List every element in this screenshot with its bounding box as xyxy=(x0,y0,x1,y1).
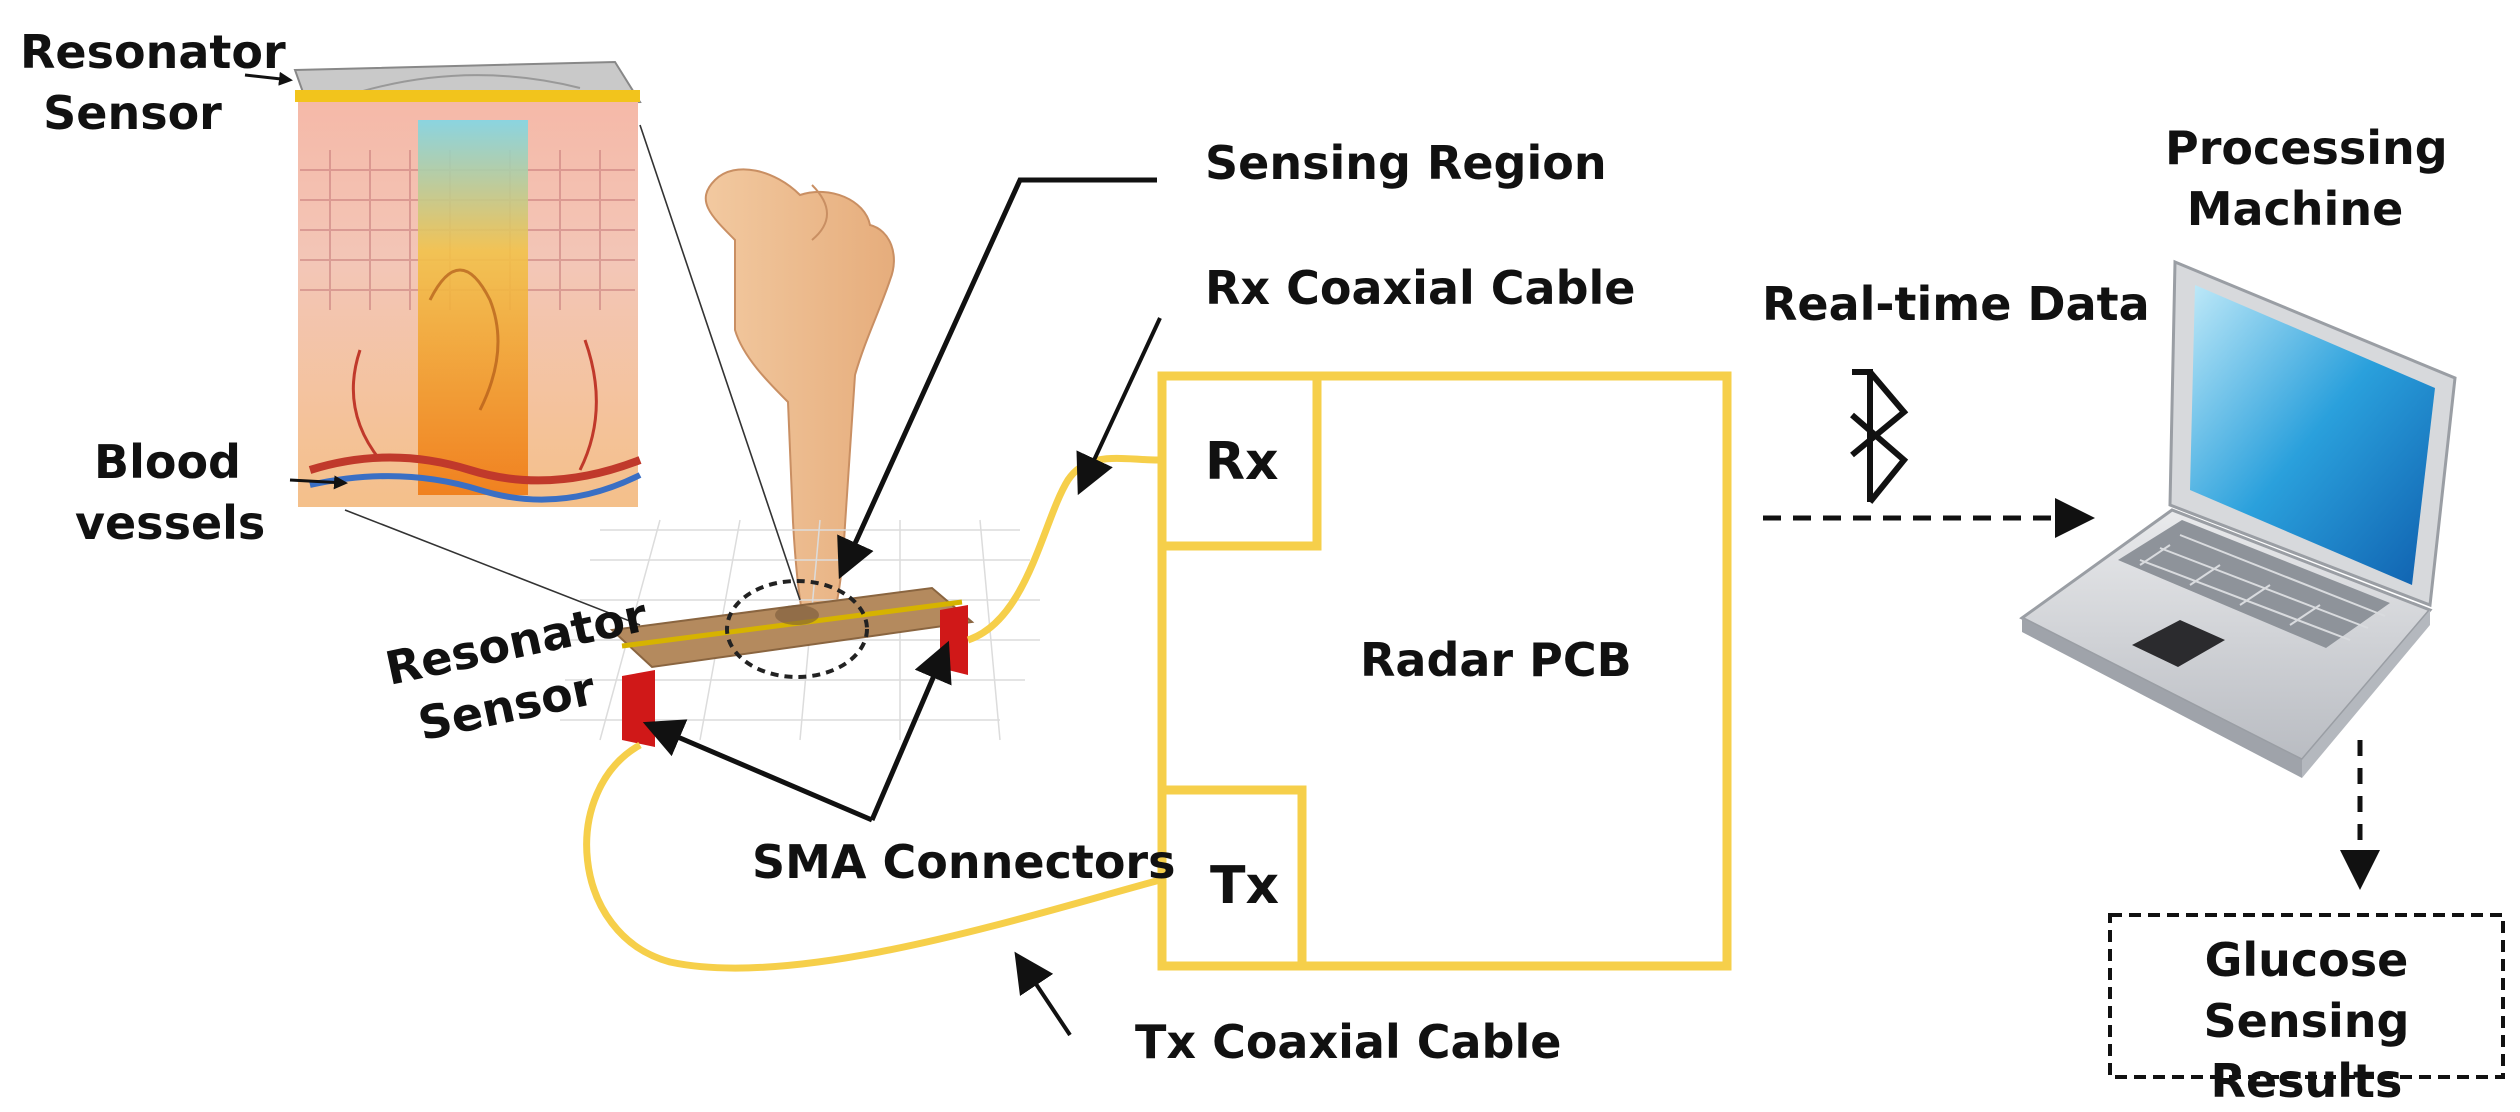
blood-vessels-arrow xyxy=(289,475,348,490)
skin-cross-section-illustration xyxy=(293,60,642,507)
real-time-data-label: Real-time Data xyxy=(1762,277,2150,331)
zoom-leader-line xyxy=(344,509,641,626)
tx-coaxial-cable xyxy=(583,741,1161,972)
zoom-leader-line xyxy=(639,124,801,601)
processing-machine-label: Processing Machine xyxy=(2165,121,2448,236)
sensing-region-arrow xyxy=(837,177,1157,580)
sma-connectors-label: SMA Connectors xyxy=(752,835,1176,889)
glucose-sensing-results-label: Glucose Sensing Results xyxy=(2203,933,2410,1109)
pointing-finger-illustration xyxy=(704,168,895,632)
rx-coaxial-cable-label: Rx Coaxial Cable xyxy=(1205,261,1636,315)
sma-connector-arrow-right xyxy=(869,640,952,821)
rx-coaxial-cable-arrow xyxy=(1076,317,1162,496)
radar-pcb-block xyxy=(1157,371,1732,971)
rx-coaxial-cable xyxy=(966,454,1159,644)
bluetooth-icon xyxy=(1850,369,1909,504)
sma-connector-arrow-left xyxy=(642,719,873,823)
rx-label: Rx xyxy=(1205,432,1279,492)
resonator-sensor-top-label: Resonator Sensor xyxy=(20,25,286,140)
resonator-sensor-top-arrow xyxy=(244,71,293,86)
tx-coaxial-cable-arrow xyxy=(1014,951,1072,1037)
sensing-region-label: Sensing Region xyxy=(1205,136,1607,190)
tx-coaxial-cable-label: Tx Coaxial Cable xyxy=(1135,1015,1562,1069)
glucose-results-box xyxy=(2108,913,2505,1079)
laptop-icon xyxy=(2019,259,2457,778)
radar-pcb-label: Radar PCB xyxy=(1360,633,1632,687)
resonator-sensor-board xyxy=(560,519,1040,747)
blood-vessels-label: Blood vessels xyxy=(75,435,266,550)
tx-label: Tx xyxy=(1210,856,1280,916)
